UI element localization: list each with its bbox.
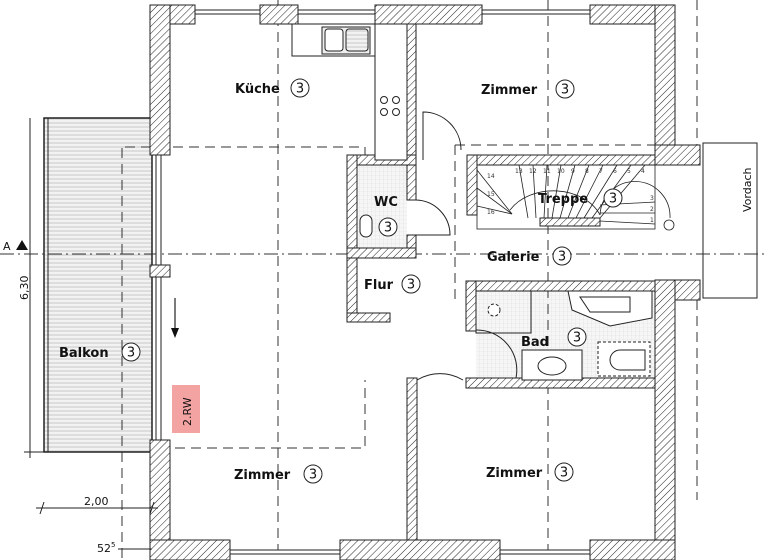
balcony-width-dimension: 2,00 bbox=[84, 495, 109, 508]
room-label-flur: Flur bbox=[364, 278, 394, 293]
room-number-circle bbox=[555, 79, 575, 99]
room-number-circle bbox=[290, 78, 310, 98]
room-label-zimmer-top: Zimmer bbox=[481, 83, 538, 98]
stair-step-number: 12 bbox=[529, 168, 537, 175]
room-label-zimmer-bottom-right: Zimmer bbox=[486, 466, 543, 481]
room-label-kueche: Küche bbox=[235, 82, 280, 97]
room-label-wc: WC bbox=[374, 195, 398, 210]
section-marker: A bbox=[3, 240, 11, 253]
stair-tread bbox=[476, 169, 513, 215]
stair-step-number: 9 bbox=[571, 168, 575, 175]
room-number-circle bbox=[378, 217, 398, 237]
room-number-circle bbox=[401, 274, 421, 294]
dimension-lines bbox=[24, 118, 158, 550]
room-label-treppe: Treppe bbox=[538, 192, 588, 207]
stair-step-number: 14 bbox=[487, 173, 495, 180]
rw-tag-background bbox=[172, 385, 200, 433]
room-number-circle bbox=[603, 188, 623, 208]
vordach-outline bbox=[702, 142, 758, 299]
stair-tread bbox=[567, 164, 590, 219]
stair-tread bbox=[583, 164, 618, 219]
windows bbox=[155, 9, 591, 555]
room-number-zimmer-bottom-left: 3 bbox=[309, 468, 317, 483]
room-number-wc: 3 bbox=[384, 221, 392, 236]
direction-arrow-icon bbox=[171, 298, 179, 338]
section-arrow-icon bbox=[16, 240, 28, 250]
offset-dimension: 525 bbox=[97, 541, 115, 555]
room-number-circle bbox=[552, 246, 572, 266]
room-number-flur: 3 bbox=[407, 278, 415, 293]
stair-step-number: 10 bbox=[557, 168, 565, 175]
sanitary-fixtures bbox=[359, 214, 653, 381]
stair-step-number: 5 bbox=[627, 168, 631, 175]
room-number-galerie: 3 bbox=[558, 250, 566, 265]
stair-tread bbox=[543, 164, 548, 219]
balcony bbox=[43, 117, 153, 453]
kitchen-counter bbox=[291, 23, 408, 161]
walls bbox=[149, 4, 701, 560]
room-label-bad: Bad bbox=[521, 335, 549, 350]
room-number-circle bbox=[121, 342, 141, 362]
rw-tag: 2.RW bbox=[181, 397, 194, 426]
stair-step-number: 2 bbox=[650, 206, 654, 213]
stair-tread bbox=[518, 164, 529, 219]
room-number-zimmer-top: 3 bbox=[561, 83, 569, 98]
room-label-balkon: Balkon bbox=[59, 346, 109, 361]
room-number-kueche: 3 bbox=[296, 82, 304, 97]
stair-tread bbox=[559, 164, 576, 219]
stair-step-number: 8 bbox=[585, 168, 589, 175]
stair-tread bbox=[575, 164, 604, 219]
room-label-galerie: Galerie bbox=[487, 250, 540, 265]
stair-step-number: 15 bbox=[487, 191, 495, 198]
room-number-circle bbox=[567, 327, 587, 347]
stair-tread bbox=[532, 164, 537, 219]
stair-step-number: 7 bbox=[599, 168, 603, 175]
stair-tread bbox=[599, 164, 646, 219]
room-number-bad: 3 bbox=[573, 331, 581, 346]
stair-step-number: 4 bbox=[641, 168, 645, 175]
doors bbox=[415, 111, 518, 430]
stair-tread bbox=[599, 220, 656, 225]
stair-step-number: 13 bbox=[515, 168, 523, 175]
stair-step-number: 11 bbox=[543, 168, 551, 175]
room-number-circle bbox=[554, 462, 574, 482]
stair-step-number: 3 bbox=[650, 195, 654, 202]
room-number-circle bbox=[303, 464, 323, 484]
stair-tread bbox=[476, 187, 513, 215]
vordach-label: Vordach bbox=[741, 167, 754, 212]
balcony-depth-dimension: 6,30 bbox=[18, 276, 31, 301]
stair-step-number: 1 bbox=[650, 217, 654, 224]
stair-step-number: 6 bbox=[613, 168, 617, 175]
stair-tread bbox=[551, 164, 562, 219]
stair-tread bbox=[476, 205, 513, 215]
room-number-balkon: 3 bbox=[127, 346, 135, 361]
room-number-treppe: 3 bbox=[609, 192, 617, 207]
stair-step-number: 16 bbox=[487, 209, 495, 216]
room-number-zimmer-bottom-right: 3 bbox=[560, 466, 568, 481]
room-label-zimmer-bottom-left: Zimmer bbox=[234, 468, 291, 483]
